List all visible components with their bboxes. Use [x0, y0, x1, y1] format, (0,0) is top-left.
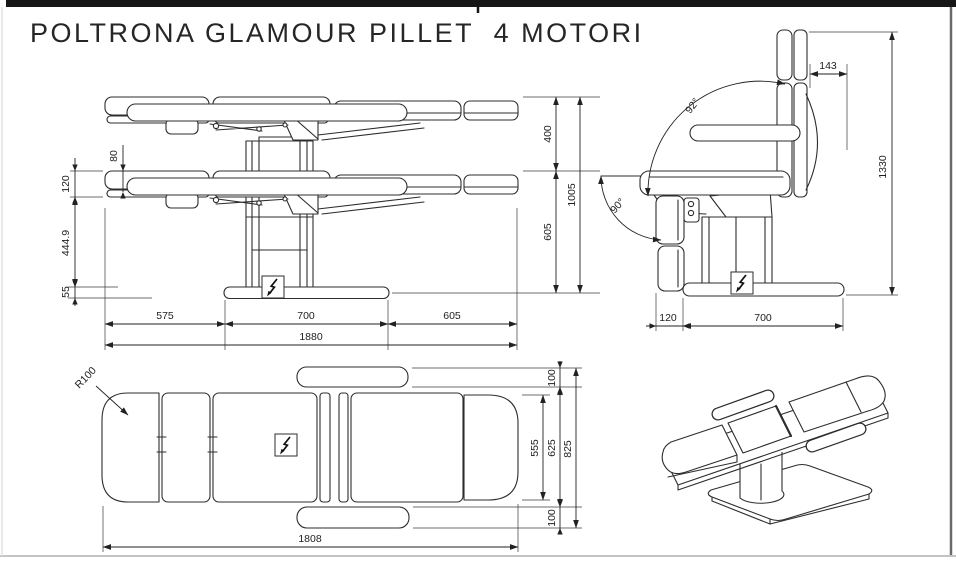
dim-base-height: 55	[60, 286, 72, 298]
dim-inner-width: 625	[546, 439, 558, 457]
bed-raised-position	[104, 96, 519, 141]
dim-head-corner-radius: R100	[73, 365, 99, 392]
dim-overall-width: 825	[562, 440, 574, 458]
dim-underframe-height: 444.9	[60, 230, 72, 256]
dim-lift-travel: 400	[542, 125, 554, 143]
dim-foot-overhang: 575	[156, 310, 174, 322]
legrest-angle-arc	[598, 175, 662, 243]
dim-plan-overall-length: 1808	[298, 533, 322, 545]
drawing-title: POLTRONA GLAMOUR PILLET 4 MOTORI	[30, 18, 644, 48]
chair-plan-outline	[101, 366, 519, 529]
dim-overall-length: 1880	[299, 331, 323, 343]
dim-backrest-width: 555	[529, 439, 541, 457]
dim-base-length: 700	[297, 310, 315, 322]
dim-armrest-width-top: 100	[546, 369, 558, 387]
dim-high-bed-height: 1005	[566, 183, 578, 207]
iso-armrest-near	[805, 422, 867, 453]
power-symbol-icon	[261, 275, 285, 299]
dim-backrest-top-offset: 143	[819, 60, 837, 72]
iso-armrest-far	[711, 389, 775, 421]
power-symbol-icon	[730, 271, 754, 295]
dim-overall-height: 1330	[877, 155, 889, 179]
radius-leader-line	[95, 385, 129, 416]
dim-base-depth: 700	[754, 312, 772, 324]
dim-head-overhang: 605	[443, 310, 461, 322]
base-front	[223, 275, 390, 300]
iso-back-cushion	[788, 375, 886, 433]
front-dimensions: 80 120 444.9 55 400 605 1005 575 700 605	[60, 96, 600, 350]
bed-lowered-position	[104, 170, 519, 215]
isometric-view	[661, 375, 889, 525]
top-plan-view: R100 555 100 625 100 825 1808	[73, 361, 582, 552]
dim-legrest-angle: 90°	[608, 196, 628, 216]
dim-legrest-depth: 120	[659, 312, 677, 324]
dim-armrest-width-bottom: 100	[546, 509, 558, 527]
iso-base-plate	[707, 463, 873, 522]
dim-cushion-top-thickness: 80	[108, 150, 120, 162]
chair-side-outline	[600, 29, 845, 297]
power-symbol-icon	[274, 433, 298, 457]
side-elevation-view: 92° 90° 143 1330 120 700	[598, 29, 898, 331]
front-elevation-view: 80 120 444.9 55 400 605 1005 575 700 605	[60, 96, 600, 350]
dim-low-bed-height: 605	[542, 223, 554, 241]
iso-leg-cushion	[661, 424, 738, 475]
dim-cushion-stack: 120	[60, 175, 72, 193]
backrest-angle-arc	[644, 79, 786, 197]
